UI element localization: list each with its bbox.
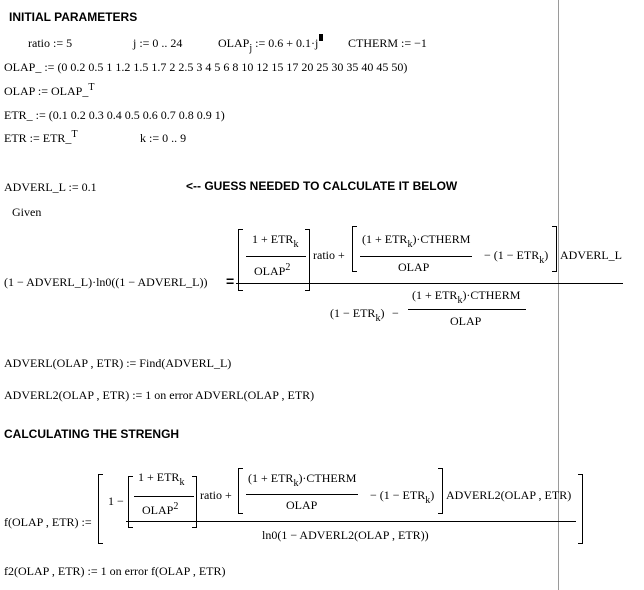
eq2-moe-k: k: [425, 495, 431, 506]
eq1-lhs: (1 − ADVERL_L)·ln0((1 − ADVERL_L)): [4, 275, 208, 289]
eq1-doe-close: ): [380, 306, 385, 320]
eq2-two-sup: 2: [173, 501, 179, 512]
olap-j-subscript: j: [249, 43, 253, 54]
eq2-one-minus: 1 −: [108, 494, 124, 508]
eq2-one-etr: 1 + ETRk: [138, 470, 185, 488]
eq1-doec-text: (1 + ETR: [412, 288, 458, 302]
given-keyword[interactable]: Given: [12, 205, 42, 219]
eq1-inner-fraction-bar: [246, 256, 306, 257]
eq1-equals: =: [226, 273, 235, 289]
eq2-lhs: f(OLAP , ETR) :=: [4, 515, 92, 529]
cursor-marker: [319, 34, 324, 41]
eq1-doe-text: (1 − ETR: [330, 306, 376, 320]
eq1-olap-sq: OLAP2: [254, 262, 291, 280]
eq1-bracket-open: [352, 226, 357, 272]
eq1-den-one-etr: (1 − ETRk): [330, 306, 385, 324]
olap-j-assignment[interactable]: OLAPj := 0.6 + 0.1·j: [218, 34, 324, 54]
eq2-outer-bracket-open: [98, 474, 103, 544]
ratio-assignment[interactable]: ratio := 5: [28, 36, 73, 50]
heading-initial-parameters: INITIAL PARAMETERS: [9, 10, 138, 24]
heading-calculating: CALCULATING THE STRENGH: [4, 427, 180, 441]
olap-j-lhs: OLAP: [218, 36, 250, 50]
etr-transpose-text: ETR := ETR_: [4, 131, 72, 145]
eq2-outer-bracket-close: [578, 474, 583, 544]
eq1-paren-close: [305, 229, 310, 291]
olap-vector-assignment[interactable]: OLAP_ := (0 0.2 0.5 1 1.2 1.5 1.7 2 2.5 …: [4, 60, 408, 74]
eq1-olap-text: OLAP: [254, 264, 286, 278]
eq1-paren-open: [238, 229, 243, 291]
eq2-one-etr-k: k: [179, 477, 185, 488]
eq2-minus-one-etr: − (1 − ETRk): [370, 488, 435, 506]
eq2-oec-text: (1 + ETR: [248, 471, 294, 485]
eq2-ctherm-den: OLAP: [286, 498, 318, 512]
eq1-main-fraction-bar: [236, 283, 623, 284]
eq1-ctherm-fraction-bar: [360, 256, 472, 257]
eq1-one-etr-text: 1 + ETR: [252, 232, 294, 246]
eq1-oec-text: (1 + ETR: [362, 232, 408, 246]
k-range-assignment[interactable]: k := 0 .. 9: [140, 131, 187, 145]
etr-transpose-sup: T: [71, 129, 78, 140]
eq1-doec-tail: )·CTHERM: [462, 288, 521, 302]
eq1-den-fraction-bar: [408, 309, 526, 310]
eq1-den-one-etr-ctherm: (1 + ETRk)·CTHERM: [412, 288, 521, 306]
eq2-ratio-plus: ratio +: [200, 488, 232, 502]
eq1-moe-close: ): [544, 248, 549, 262]
adverl-l-guess[interactable]: ADVERL_L := 0.1: [4, 180, 97, 194]
olap-transpose-sup: T: [88, 82, 95, 93]
eq2-olap-sq: OLAP2: [142, 501, 179, 519]
eq2-one-etr-text: 1 + ETR: [138, 470, 180, 484]
adverl-find-definition[interactable]: ADVERL(OLAP , ETR) := Find(ADVERL_L): [4, 356, 232, 370]
guess-note: <-- GUESS NEEDED TO CALCULATE IT BELOW: [186, 179, 458, 193]
eq1-moe-k: k: [539, 255, 545, 266]
eq2-main-fraction-bar: [126, 521, 576, 522]
etr-transpose-assignment[interactable]: ETR := ETR_T: [4, 129, 78, 147]
eq1-two-sup: 2: [285, 262, 291, 273]
eq1-moe-text: − (1 − ETR: [484, 248, 540, 262]
eq2-olap-text: OLAP: [142, 503, 174, 517]
etr-vector-assignment[interactable]: ETR_ := (0.1 0.2 0.3 0.4 0.5 0.6 0.7 0.8…: [4, 108, 225, 122]
eq2-adverl2: ADVERL2(OLAP , ETR): [446, 488, 572, 502]
eq2-bracket-close: [438, 468, 443, 514]
j-range-assignment[interactable]: j := 0 .. 24: [133, 36, 183, 50]
ctherm-assignment[interactable]: CTHERM := −1: [348, 36, 427, 50]
eq2-oec-k: k: [293, 478, 299, 489]
eq1-den-olap: OLAP: [450, 314, 482, 328]
eq1-doec-k: k: [457, 295, 463, 306]
eq1-adverl-l: ADVERL_L: [560, 248, 622, 262]
olap-j-rhs: := 0.6 + 0.1·j: [255, 36, 319, 50]
eq1-oec-k: k: [407, 239, 413, 250]
eq2-oec-tail: )·CTHERM: [298, 471, 357, 485]
olap-transpose-text: OLAP := OLAP_: [4, 84, 89, 98]
eq2-ctherm-fraction-bar: [246, 494, 358, 495]
page-break-line: [558, 0, 559, 590]
eq2-paren-close: [192, 476, 197, 528]
eq1-den-minus: −: [392, 306, 399, 320]
eq2-inner-fraction-bar: [134, 496, 194, 497]
eq1-ctherm-den: OLAP: [398, 260, 430, 274]
olap-transpose-assignment[interactable]: OLAP := OLAP_T: [4, 82, 95, 100]
eq1-num-one-etr: 1 + ETRk: [252, 232, 299, 250]
eq1-ratio-plus: ratio +: [313, 248, 345, 262]
eq1-k-sub: k: [293, 239, 299, 250]
eq2-moe-close: ): [430, 488, 435, 502]
f2-definition[interactable]: f2(OLAP , ETR) := 1 on error f(OLAP , ET…: [4, 564, 226, 578]
eq1-bracket-close: [552, 226, 557, 272]
eq1-one-etr-ctherm: (1 + ETRk)·CTHERM: [362, 232, 471, 250]
eq1-oec-tail: )·CTHERM: [412, 232, 471, 246]
eq2-moe-text: − (1 − ETR: [370, 488, 426, 502]
eq1-minus-one-etr: − (1 − ETRk): [484, 248, 549, 266]
eq2-one-etr-ctherm: (1 + ETRk)·CTHERM: [248, 471, 357, 489]
eq2-bracket-open: [238, 468, 243, 514]
eq1-doe-k: k: [375, 313, 381, 324]
adverl2-definition[interactable]: ADVERL2(OLAP , ETR) := 1 on error ADVERL…: [4, 388, 315, 402]
eq2-denominator: ln0(1 − ADVERL2(OLAP , ETR)): [262, 528, 429, 542]
eq2-paren-open: [128, 476, 133, 528]
